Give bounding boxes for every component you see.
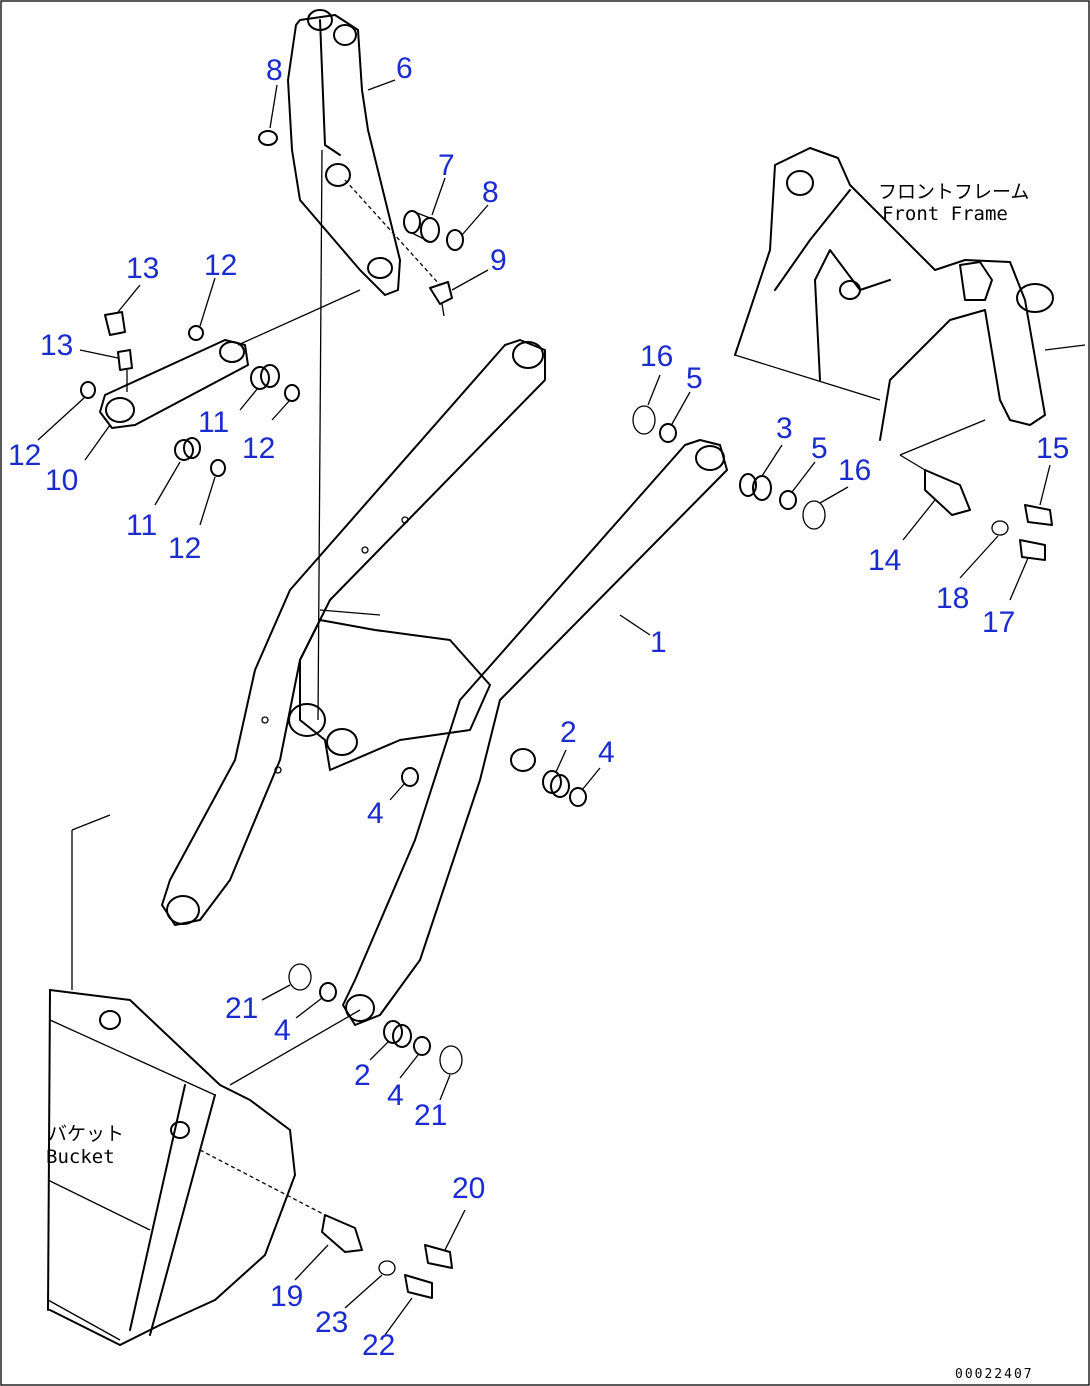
- callout-8: 8: [266, 54, 283, 87]
- shim-part-21b: [439, 1045, 463, 1075]
- pin-part-14: [899, 419, 986, 516]
- callout-16: 16: [640, 340, 673, 373]
- bucket-label-jp: バケット: [48, 1123, 124, 1145]
- leader-lines: [37, 79, 1051, 1336]
- callout-19: 19: [270, 1280, 303, 1313]
- shim-part-16a: [632, 405, 656, 435]
- bolt-part-20: [424, 1244, 453, 1269]
- callout-13: 13: [40, 329, 73, 362]
- bushing-part-11: [174, 364, 280, 461]
- callout-6: 6: [396, 52, 413, 85]
- callout-16: 16: [838, 454, 871, 487]
- callout-12: 12: [168, 532, 201, 565]
- callout-numbers: 1 2 2 3 4 4 4 4 5 5 6 7 8 8 9 10 11 11 1…: [8, 52, 1069, 1362]
- callout-3: 3: [776, 412, 793, 445]
- bolt-part-17: [1019, 539, 1046, 561]
- callout-4: 4: [387, 1079, 404, 1112]
- bushing-part-3: [739, 473, 772, 501]
- callout-5: 5: [811, 432, 828, 465]
- ring-part-5b: [779, 490, 797, 510]
- bushing-part-2a: [542, 770, 570, 798]
- callout-14: 14: [868, 544, 901, 577]
- callout-9: 9: [490, 244, 507, 277]
- callout-7: 7: [438, 149, 455, 182]
- callout-12: 12: [204, 249, 237, 282]
- washer-part-23: [378, 1260, 396, 1276]
- ring-part-4a: [401, 767, 419, 787]
- grease-fittings-part-13: [104, 311, 133, 392]
- callout-2: 2: [354, 1059, 371, 1092]
- bellcrank-part-6: [287, 9, 401, 721]
- front-frame-label-en: Front Frame: [882, 203, 1008, 225]
- ring-part-8: [258, 130, 278, 146]
- callout-18: 18: [936, 582, 969, 615]
- ring-part-4d: [413, 1036, 431, 1056]
- callout-10: 10: [45, 464, 78, 497]
- front-frame: [734, 147, 1086, 441]
- bolt-part-22: [404, 1274, 433, 1299]
- callout-4: 4: [598, 736, 615, 769]
- callout-2: 2: [560, 716, 577, 749]
- bolt-part-15: [1024, 504, 1053, 526]
- rings-part-12: [80, 325, 300, 477]
- callout-12: 12: [242, 432, 275, 465]
- ring-part-8b: [446, 229, 464, 251]
- shim-part-16b: [802, 500, 826, 530]
- callout-1: 1: [650, 626, 667, 659]
- callout-4: 4: [274, 1014, 291, 1047]
- front-frame-label-jp: フロントフレーム: [878, 181, 1029, 203]
- callout-12: 12: [8, 439, 41, 472]
- drawing-code: 00022407: [955, 1367, 1034, 1382]
- bucket: [47, 814, 361, 1346]
- callout-21: 21: [225, 992, 258, 1025]
- shim-part-21a: [288, 963, 312, 991]
- washer-part-18: [991, 520, 1009, 536]
- callout-15: 15: [1036, 432, 1069, 465]
- bushing-part-7: [403, 210, 440, 243]
- bucket-label-en: Bucket: [46, 1146, 115, 1168]
- callout-11: 11: [126, 509, 157, 542]
- callout-8: 8: [482, 176, 499, 209]
- lift-arm-part-1: [161, 339, 728, 1026]
- callout-11: 11: [198, 406, 229, 439]
- callout-22: 22: [362, 1329, 395, 1362]
- callout-17: 17: [982, 606, 1015, 639]
- pin-part-19: [199, 1149, 363, 1253]
- link-part-10: [99, 289, 361, 429]
- grease-fitting-part-9: [429, 281, 453, 317]
- bushing-part-2b: [383, 1020, 412, 1048]
- ring-part-4c: [319, 982, 337, 1002]
- callout-4: 4: [367, 797, 384, 830]
- callout-23: 23: [315, 1306, 348, 1339]
- callout-20: 20: [452, 1172, 485, 1205]
- callout-5: 5: [686, 362, 703, 395]
- ring-part-4b: [569, 787, 587, 807]
- callout-13: 13: [126, 252, 159, 285]
- callout-21: 21: [414, 1099, 447, 1132]
- ring-part-5a: [659, 423, 677, 443]
